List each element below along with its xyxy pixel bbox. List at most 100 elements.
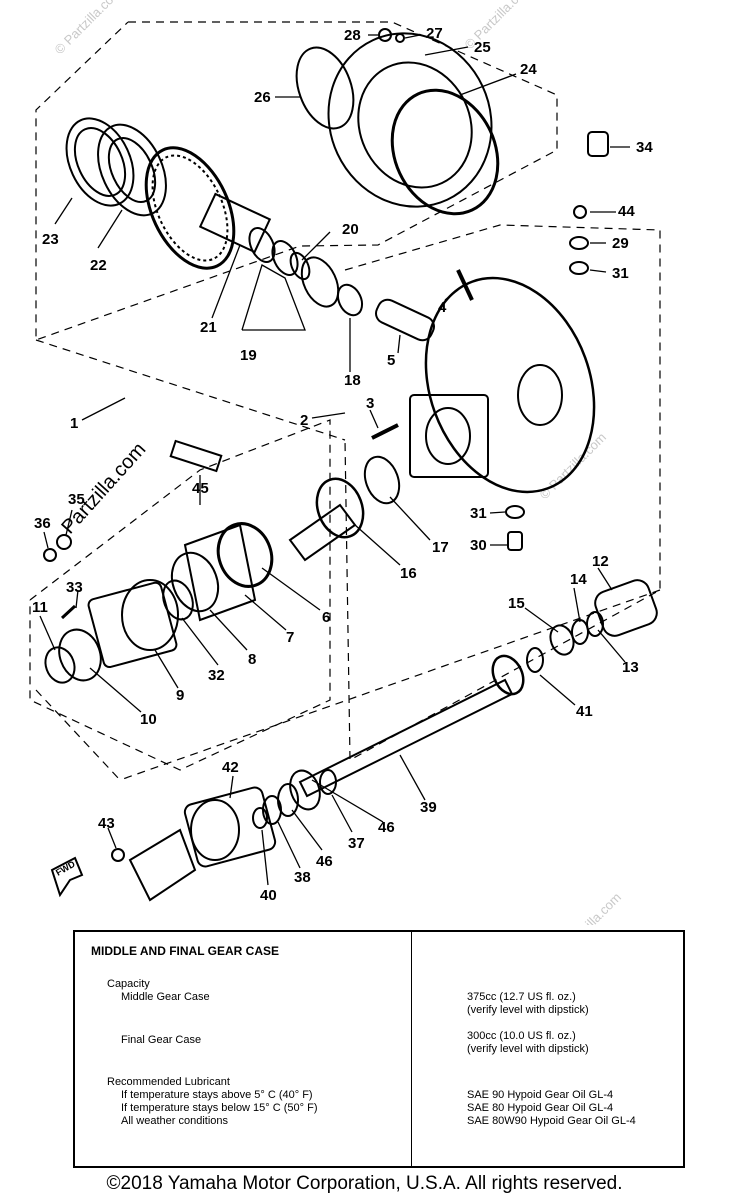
callout-33: 33 (66, 579, 83, 596)
callout-28: 28 (344, 27, 361, 44)
callout-7: 7 (286, 629, 294, 646)
final-gear-case-hub (517, 364, 563, 426)
callout-9: 9 (176, 687, 184, 704)
parts (43, 28, 658, 902)
washer-31-bottom (505, 505, 525, 519)
bolt-43 (111, 848, 125, 862)
callout-40: 40 (260, 887, 277, 904)
callout-1: 1 (70, 415, 78, 432)
leader-3 (369, 409, 379, 429)
spec-middle-note: (verify level with dipstick) (467, 1004, 589, 1016)
spec-middle-qty: 375cc (12.7 US fl. oz.) (467, 991, 576, 1003)
callout-34: 34 (636, 139, 653, 156)
callout-46: 46 (378, 819, 395, 836)
leader-22 (97, 209, 123, 249)
nut-28 (378, 28, 392, 42)
spacer-19a (248, 227, 276, 263)
callout-37: 37 (348, 835, 365, 852)
callout-14: 14 (570, 571, 587, 588)
callout-45: 45 (192, 480, 209, 497)
leader-39 (399, 754, 426, 801)
spec-final-case-label: Final Gear Case (121, 1034, 202, 1046)
final-case-flange (409, 394, 489, 478)
circlip-40 (252, 807, 268, 829)
seal-38 (262, 795, 282, 825)
callout-30: 30 (470, 537, 487, 554)
washer-31-top (569, 261, 589, 275)
callout-6: 6 (322, 609, 330, 626)
leader-38 (277, 821, 301, 869)
leader-25 (424, 46, 469, 56)
washer-27 (395, 33, 405, 43)
callout-25: 25 (474, 39, 491, 56)
spec-final-block: Final Gear Case (121, 1034, 201, 1047)
housing-25-inner (357, 61, 473, 189)
cover-43 (128, 828, 197, 902)
middle-gear-housing-9 (87, 581, 178, 669)
callout-29: 29 (612, 235, 629, 252)
coupling-12 (594, 579, 658, 637)
watermark-mid-right: © Partzilla.com (537, 430, 610, 503)
spec-oil-3: SAE 80W90 Hypoid Gear Oil GL-4 (467, 1115, 636, 1127)
leader-13 (597, 629, 626, 663)
spec-lubricant-block: Recommended Lubricant If temperature sta… (107, 1076, 318, 1128)
leader-16 (354, 524, 401, 566)
spec-oil-1: SAE 90 Hypoid Gear Oil GL-4 (467, 1089, 614, 1101)
leader-4 (444, 289, 459, 301)
watermark-brand: Partzilla.com (57, 439, 150, 539)
exploded-parts-diagram: © Partzilla.com © Partzilla.com © Partzi… (29, 0, 661, 925)
callout-36: 36 (34, 515, 51, 532)
watermark-top-mid: © Partzilla.com (462, 0, 535, 52)
callout-27: 27 (426, 25, 443, 42)
leader-19 (241, 264, 306, 331)
watermark-top-left: © Partzilla.com (52, 0, 125, 57)
leader-1 (81, 397, 126, 421)
outline-guide-2 (35, 689, 121, 781)
spec-middle-values: 375cc (12.7 US fl. oz.) (verify level wi… (467, 991, 589, 1017)
leader-46b (291, 809, 323, 851)
leader-36 (43, 531, 49, 549)
fwd-arrow: FWD (50, 856, 84, 898)
callout-38: 38 (294, 869, 311, 886)
drive-shaft-39 (298, 678, 514, 798)
leader-32 (181, 617, 219, 666)
outline-guide-1 (35, 339, 346, 441)
callout-15: 15 (508, 595, 525, 612)
callout-46: 46 (316, 853, 333, 870)
callout-5: 5 (387, 352, 395, 369)
callout-11: 11 (32, 599, 48, 616)
leader-6 (261, 567, 321, 611)
shim-20 (289, 251, 311, 281)
leader-37 (331, 794, 353, 833)
callout-41: 41 (576, 703, 593, 720)
leader-15 (524, 607, 559, 633)
leader-31a (589, 269, 607, 273)
spec-cond-all: All weather conditions (121, 1115, 229, 1127)
callout-42: 42 (222, 759, 239, 776)
leader-10 (89, 667, 142, 713)
oil-seal-23-inner (73, 127, 127, 197)
leader-41 (539, 674, 576, 706)
callout-35: 35 (68, 491, 85, 508)
bearing-housing-42-bore (190, 799, 240, 861)
callout-3: 3 (366, 395, 374, 412)
watermark-bottom-right: © Partzilla.com (552, 890, 625, 925)
callout-12: 12 (592, 553, 609, 570)
spacer-32 (162, 579, 194, 621)
leader-42 (229, 775, 234, 799)
leader-40 (261, 829, 269, 886)
bearing-8 (170, 551, 220, 613)
callout-44: 44 (618, 203, 635, 220)
spec-final-qty: 300cc (10.0 US fl. oz.) (467, 1030, 576, 1042)
washer-35 (56, 534, 72, 550)
watermarks: © Partzilla.com © Partzilla.com © Partzi… (52, 0, 625, 925)
callout-10: 10 (140, 711, 157, 728)
final-case-flange-bore (425, 407, 471, 465)
leader-21 (211, 244, 241, 319)
spec-final-values: 300cc (10.0 US fl. oz.) (verify level wi… (467, 1030, 589, 1056)
outline-middle-case (29, 419, 331, 771)
cap-34 (587, 131, 609, 157)
callout-43: 43 (98, 815, 115, 832)
leader-9 (154, 649, 179, 689)
